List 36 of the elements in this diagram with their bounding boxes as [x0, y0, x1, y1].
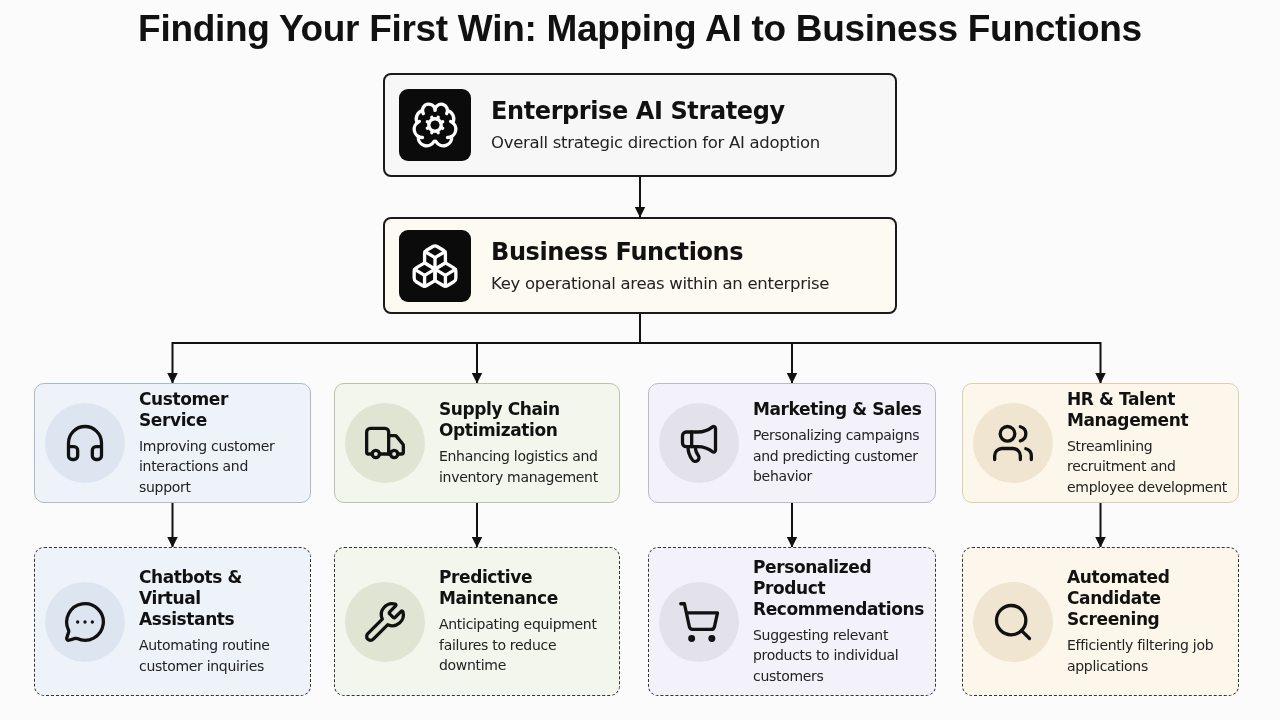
arrow: [786, 502, 798, 548]
node-description: Overall strategic direction for AI adoption: [491, 132, 820, 154]
process-box: [383, 73, 897, 177]
node-title: Chatbots & Virtual Assistants: [139, 567, 243, 630]
node-title: Personalized Product Recommendations: [753, 556, 925, 620]
node-title: Enterprise AI Strategy: [491, 96, 786, 126]
node-description: Improving customer interactions and support: [139, 436, 276, 497]
function-card: [648, 383, 936, 503]
node-title: Supply Chain Optimization: [439, 399, 561, 441]
use-case-card: [334, 547, 620, 696]
function-card: [962, 383, 1239, 503]
node-title: Customer Service: [139, 388, 230, 431]
node-description: Streamlining recruitment and employee development: [1067, 436, 1228, 497]
use-case-card: [648, 547, 936, 696]
arrow: [471, 502, 483, 548]
node-description: Efficiently filtering job applications: [1067, 636, 1215, 676]
function-card: [34, 383, 311, 503]
node-description: Suggesting relevant products to individual customers: [753, 625, 900, 686]
use-case-card: [962, 547, 1239, 696]
node-title: Predictive Maintenance: [439, 567, 559, 610]
node-title: Marketing & Sales: [753, 399, 923, 421]
use-case-card: [34, 547, 311, 696]
node-title: Business Functions: [491, 236, 745, 267]
node-description: Enhancing logistics and inventory management: [439, 447, 599, 487]
arrow: [634, 176, 646, 218]
process-box: [383, 217, 897, 314]
node-description: Anticipating equipment failures to reduce downtime: [439, 615, 598, 676]
node-description: Automating routine customer inquiries: [139, 636, 271, 676]
arrow: [167, 502, 178, 548]
node-title: Automated Candidate Screening: [1067, 567, 1171, 630]
node-title: HR & Talent Management: [1067, 388, 1190, 431]
function-card: [334, 383, 620, 503]
node-description: Key operational areas within an enterprise: [491, 272, 830, 295]
node-description: Personalizing campaigns and predicting customer behavior: [753, 426, 921, 487]
arrow: [1095, 502, 1106, 548]
diagram-title: Finding Your First Win: Mapping AI to Business Functions: [137, 8, 1143, 50]
